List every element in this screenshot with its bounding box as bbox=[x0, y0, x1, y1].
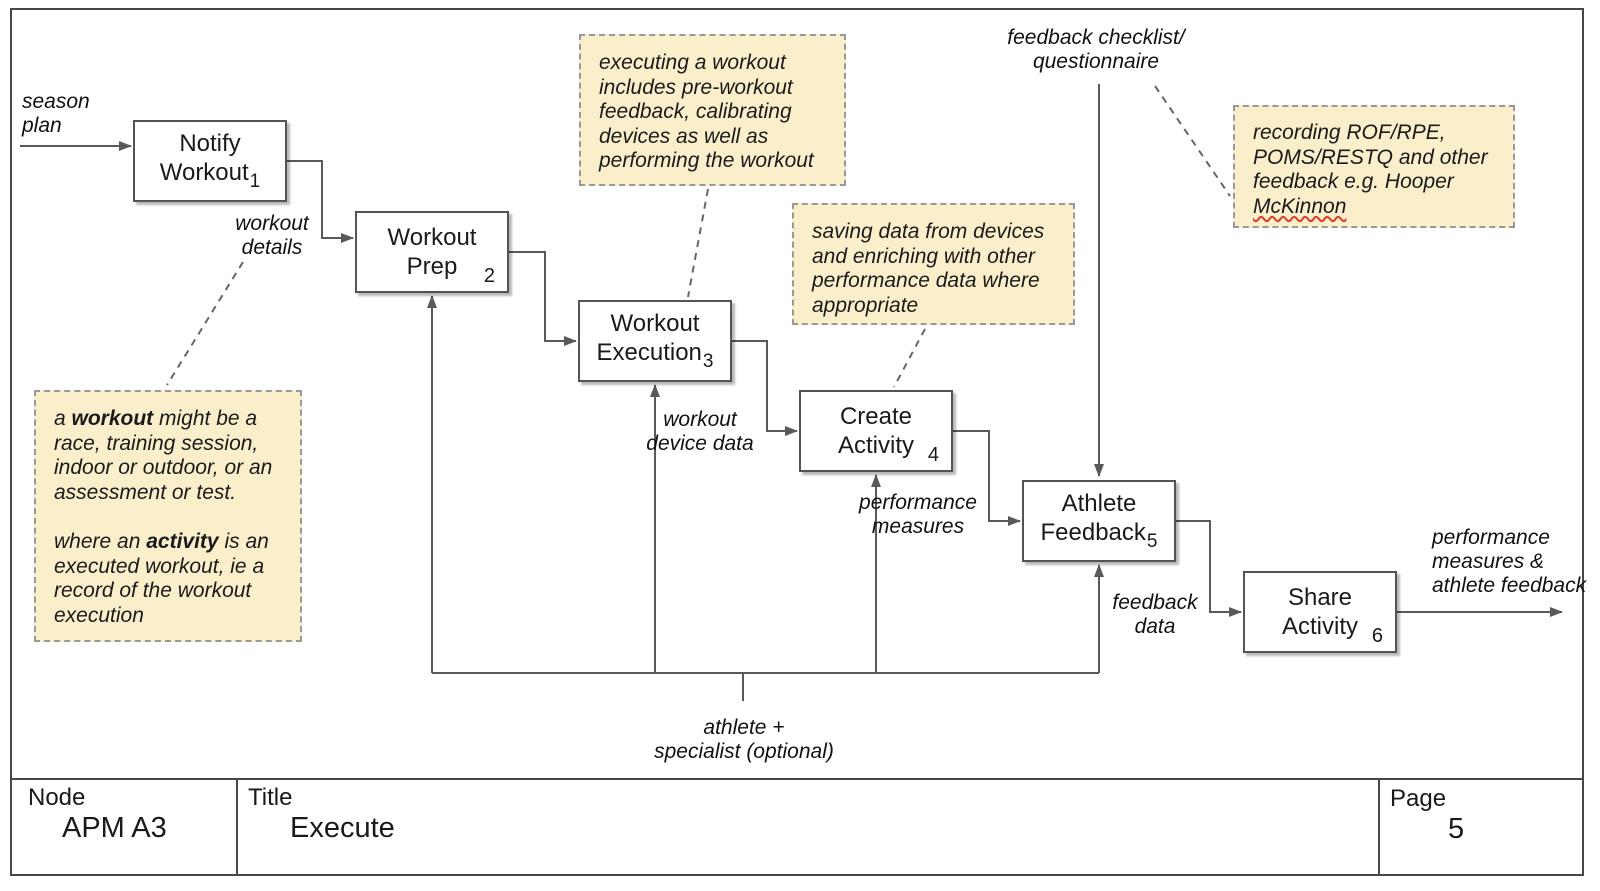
note-paragraph: where an activity is an executed workout… bbox=[54, 530, 282, 628]
box-line1: Athlete bbox=[1061, 489, 1137, 517]
label-performance-measures: performance measures bbox=[859, 491, 977, 538]
process-box-workout-prep: Workout Prep 2 bbox=[355, 211, 509, 293]
note-text: might be a race, training session, indoo… bbox=[54, 407, 273, 504]
note-bold-word: workout bbox=[71, 407, 154, 430]
box-number: 4 bbox=[927, 444, 939, 466]
process-box-label: Notify Workout1 bbox=[160, 129, 261, 193]
title-label: Title bbox=[248, 784, 293, 811]
box-line2: Activity bbox=[1281, 613, 1358, 640]
box-line1: Share bbox=[1287, 583, 1353, 611]
box-line1: Notify bbox=[179, 129, 241, 157]
note-recording-feedback: recording ROF/RPE, POMS/RESTQ and other … bbox=[1233, 105, 1515, 228]
box-line2: Prep bbox=[406, 253, 458, 280]
label-feedback-data: feedback data bbox=[1112, 591, 1198, 638]
label-control-feedback-checklist: feedback checklist/ questionnaire bbox=[1007, 26, 1185, 73]
label-mechanism-athlete-specialist: athlete + specialist (optional) bbox=[654, 716, 834, 763]
box-line1: Workout bbox=[610, 309, 700, 337]
process-box-label: Share Activity bbox=[1282, 583, 1358, 642]
box-line1: Create bbox=[839, 402, 913, 430]
page-value: 5 bbox=[1448, 813, 1465, 845]
note-text: where an bbox=[54, 530, 147, 553]
note-text: is an executed workout, ie a record of t… bbox=[54, 530, 269, 627]
title-block-divider-page bbox=[1378, 778, 1380, 876]
title-value: Execute bbox=[290, 812, 395, 844]
note-text: a bbox=[54, 407, 72, 430]
box-number: 3 bbox=[702, 351, 714, 373]
process-box-athlete-feedback: Athlete Feedback5 bbox=[1022, 480, 1176, 562]
label-season-plan: season plan bbox=[22, 90, 90, 137]
process-box-create-activity: Create Activity 4 bbox=[799, 390, 953, 472]
process-box-label: Workout Execution3 bbox=[597, 309, 714, 373]
note-workout-definition: a workout might be a race, training sess… bbox=[34, 390, 302, 642]
box-number: 1 bbox=[249, 171, 261, 193]
note-executing-workout: executing a workout includes pre-workout… bbox=[579, 34, 846, 186]
process-box-notify-workout: Notify Workout1 bbox=[133, 120, 287, 202]
title-block-top-line bbox=[10, 778, 1584, 780]
process-box-label: Create Activity bbox=[838, 402, 914, 461]
note-misspelled-word: McKinnon bbox=[1253, 194, 1347, 218]
box-line2: Activity bbox=[837, 432, 914, 459]
process-box-workout-execution: Workout Execution3 bbox=[578, 300, 732, 382]
node-label: Node bbox=[28, 784, 86, 811]
diagram-border bbox=[10, 8, 1584, 876]
label-output-performance-measures: performance measures & athlete feedback bbox=[1432, 526, 1587, 597]
process-box-label: Workout Prep bbox=[388, 223, 477, 282]
box-line1: Workout bbox=[387, 223, 477, 251]
note-saving-data: saving data from devices and enriching w… bbox=[792, 203, 1075, 325]
box-number: 5 bbox=[1146, 531, 1158, 553]
note-bold-word: activity bbox=[146, 530, 219, 553]
node-value: APM A3 bbox=[62, 812, 167, 844]
label-workout-details: workout details bbox=[235, 212, 309, 259]
box-line2: Workout bbox=[159, 159, 249, 187]
label-workout-device-data: workout device data bbox=[646, 408, 754, 455]
page-label: Page bbox=[1390, 785, 1447, 812]
note-text: recording ROF/RPE, POMS/RESTQ and other … bbox=[1253, 121, 1488, 193]
note-paragraph: a workout might be a race, training sess… bbox=[54, 407, 282, 505]
box-number: 6 bbox=[1371, 625, 1383, 647]
box-number: 2 bbox=[483, 265, 495, 287]
process-box-share-activity: Share Activity 6 bbox=[1243, 571, 1397, 653]
box-line2: Feedback bbox=[1040, 519, 1146, 547]
box-line2: Execution bbox=[596, 339, 702, 367]
title-block-divider-node bbox=[236, 778, 238, 876]
process-box-label: Athlete Feedback5 bbox=[1041, 489, 1158, 553]
